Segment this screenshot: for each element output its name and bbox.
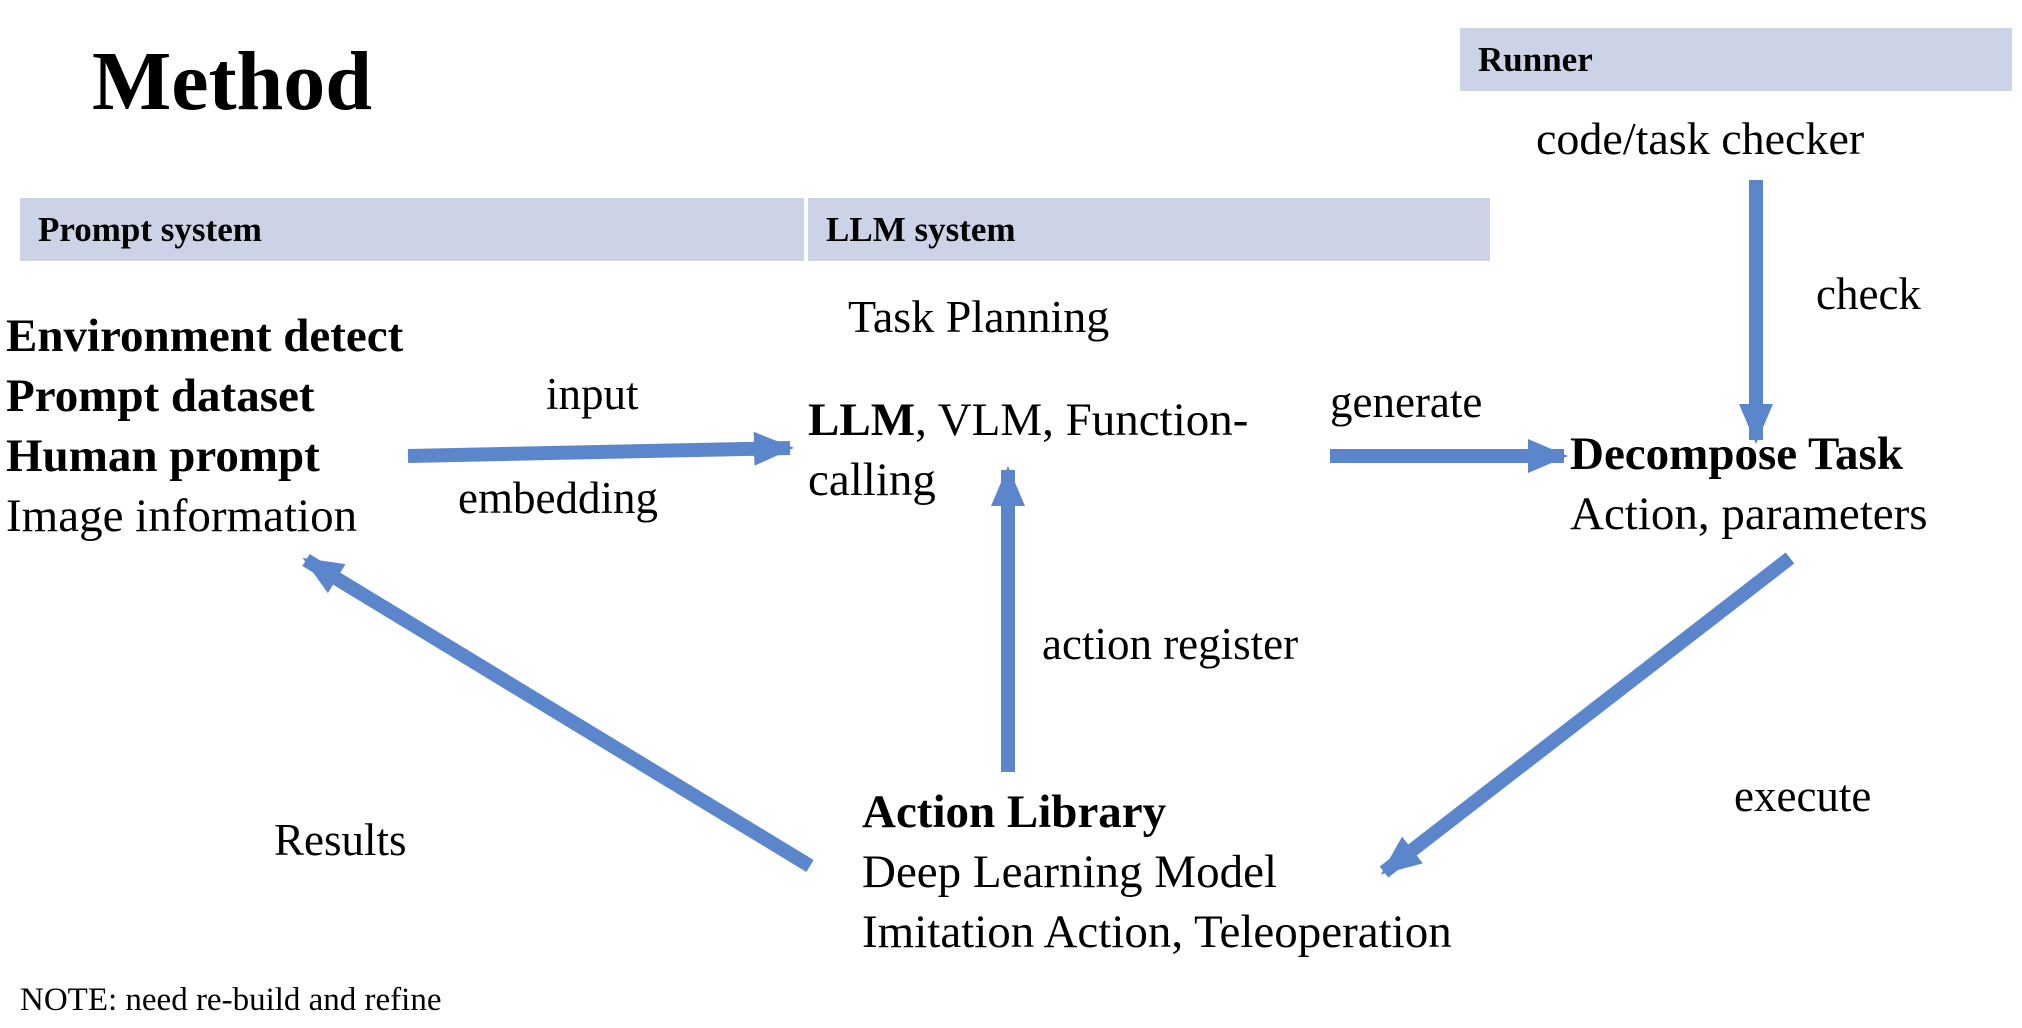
imitation-action-text: Imitation Action — [862, 906, 1172, 958]
parameters-text: parameters — [1721, 488, 1928, 540]
teleoperation-text: Teleoperation — [1194, 906, 1452, 958]
note-text: NOTE: need re-build and refine — [20, 982, 442, 1018]
check-edge-label: check — [1816, 269, 1921, 319]
results-edge-label: Results — [274, 815, 407, 865]
image-information-text: Image information — [6, 490, 358, 542]
action-register-edge-label: action register — [1042, 619, 1299, 669]
decompose-task-heading: Decompose Task — [1570, 428, 1903, 480]
llm-sep2: , — [1042, 394, 1066, 446]
decompose-task-line2: Action, parameters — [1570, 484, 1928, 544]
calling-text: calling — [808, 454, 936, 506]
arrow-group — [302, 180, 1795, 878]
page-title: Method — [92, 35, 372, 128]
action-library-line3: Imitation Action, Teleoperation — [862, 902, 1452, 962]
arrow-results-to-prompt — [302, 554, 814, 872]
decompose-task-node: Decompose Task Action, parameters — [1570, 424, 1928, 544]
code-task-checker-label: code/task checker — [1536, 113, 1865, 164]
action-library-heading: Action Library — [862, 786, 1167, 838]
prompt-dataset-text: Prompt dataset — [6, 370, 315, 422]
embedding-edge-label: embedding — [458, 473, 658, 523]
environment-detect-text: Environment detect — [6, 310, 404, 362]
llm-sep1: , — [915, 394, 938, 446]
decompose-sep: , — [1697, 488, 1722, 540]
vlm-text: VLM — [937, 394, 1043, 446]
prompt-system-header: Prompt system — [20, 198, 804, 261]
input-edge-label: input — [546, 369, 639, 419]
llm-node: LLM, VLM, Function- calling — [808, 390, 1248, 510]
execute-edge-label: execute — [1734, 771, 1872, 821]
arrow-input-to-llm — [407, 431, 794, 466]
llm-node-line1: LLM, VLM, Function- — [808, 390, 1248, 450]
runner-header: Runner — [1460, 28, 2012, 91]
human-prompt-text: Human prompt — [6, 430, 320, 482]
action-library-node: Action Library Deep Learning Model Imita… — [862, 782, 1452, 962]
arrow-execute-to-library — [1379, 552, 1795, 878]
prompt-node: Environment detect Prompt dataset Human … — [6, 306, 403, 546]
action-text: Action — [1570, 488, 1698, 540]
llm-text: LLM — [808, 394, 916, 446]
function-text: Function- — [1065, 394, 1249, 446]
generate-edge-label: generate — [1330, 377, 1483, 427]
action-library-sep: , — [1171, 906, 1195, 958]
llm-system-header: LLM system — [808, 198, 1490, 261]
task-planning-label: Task Planning — [848, 291, 1110, 342]
deep-learning-model-text: Deep Learning Model — [862, 846, 1278, 898]
